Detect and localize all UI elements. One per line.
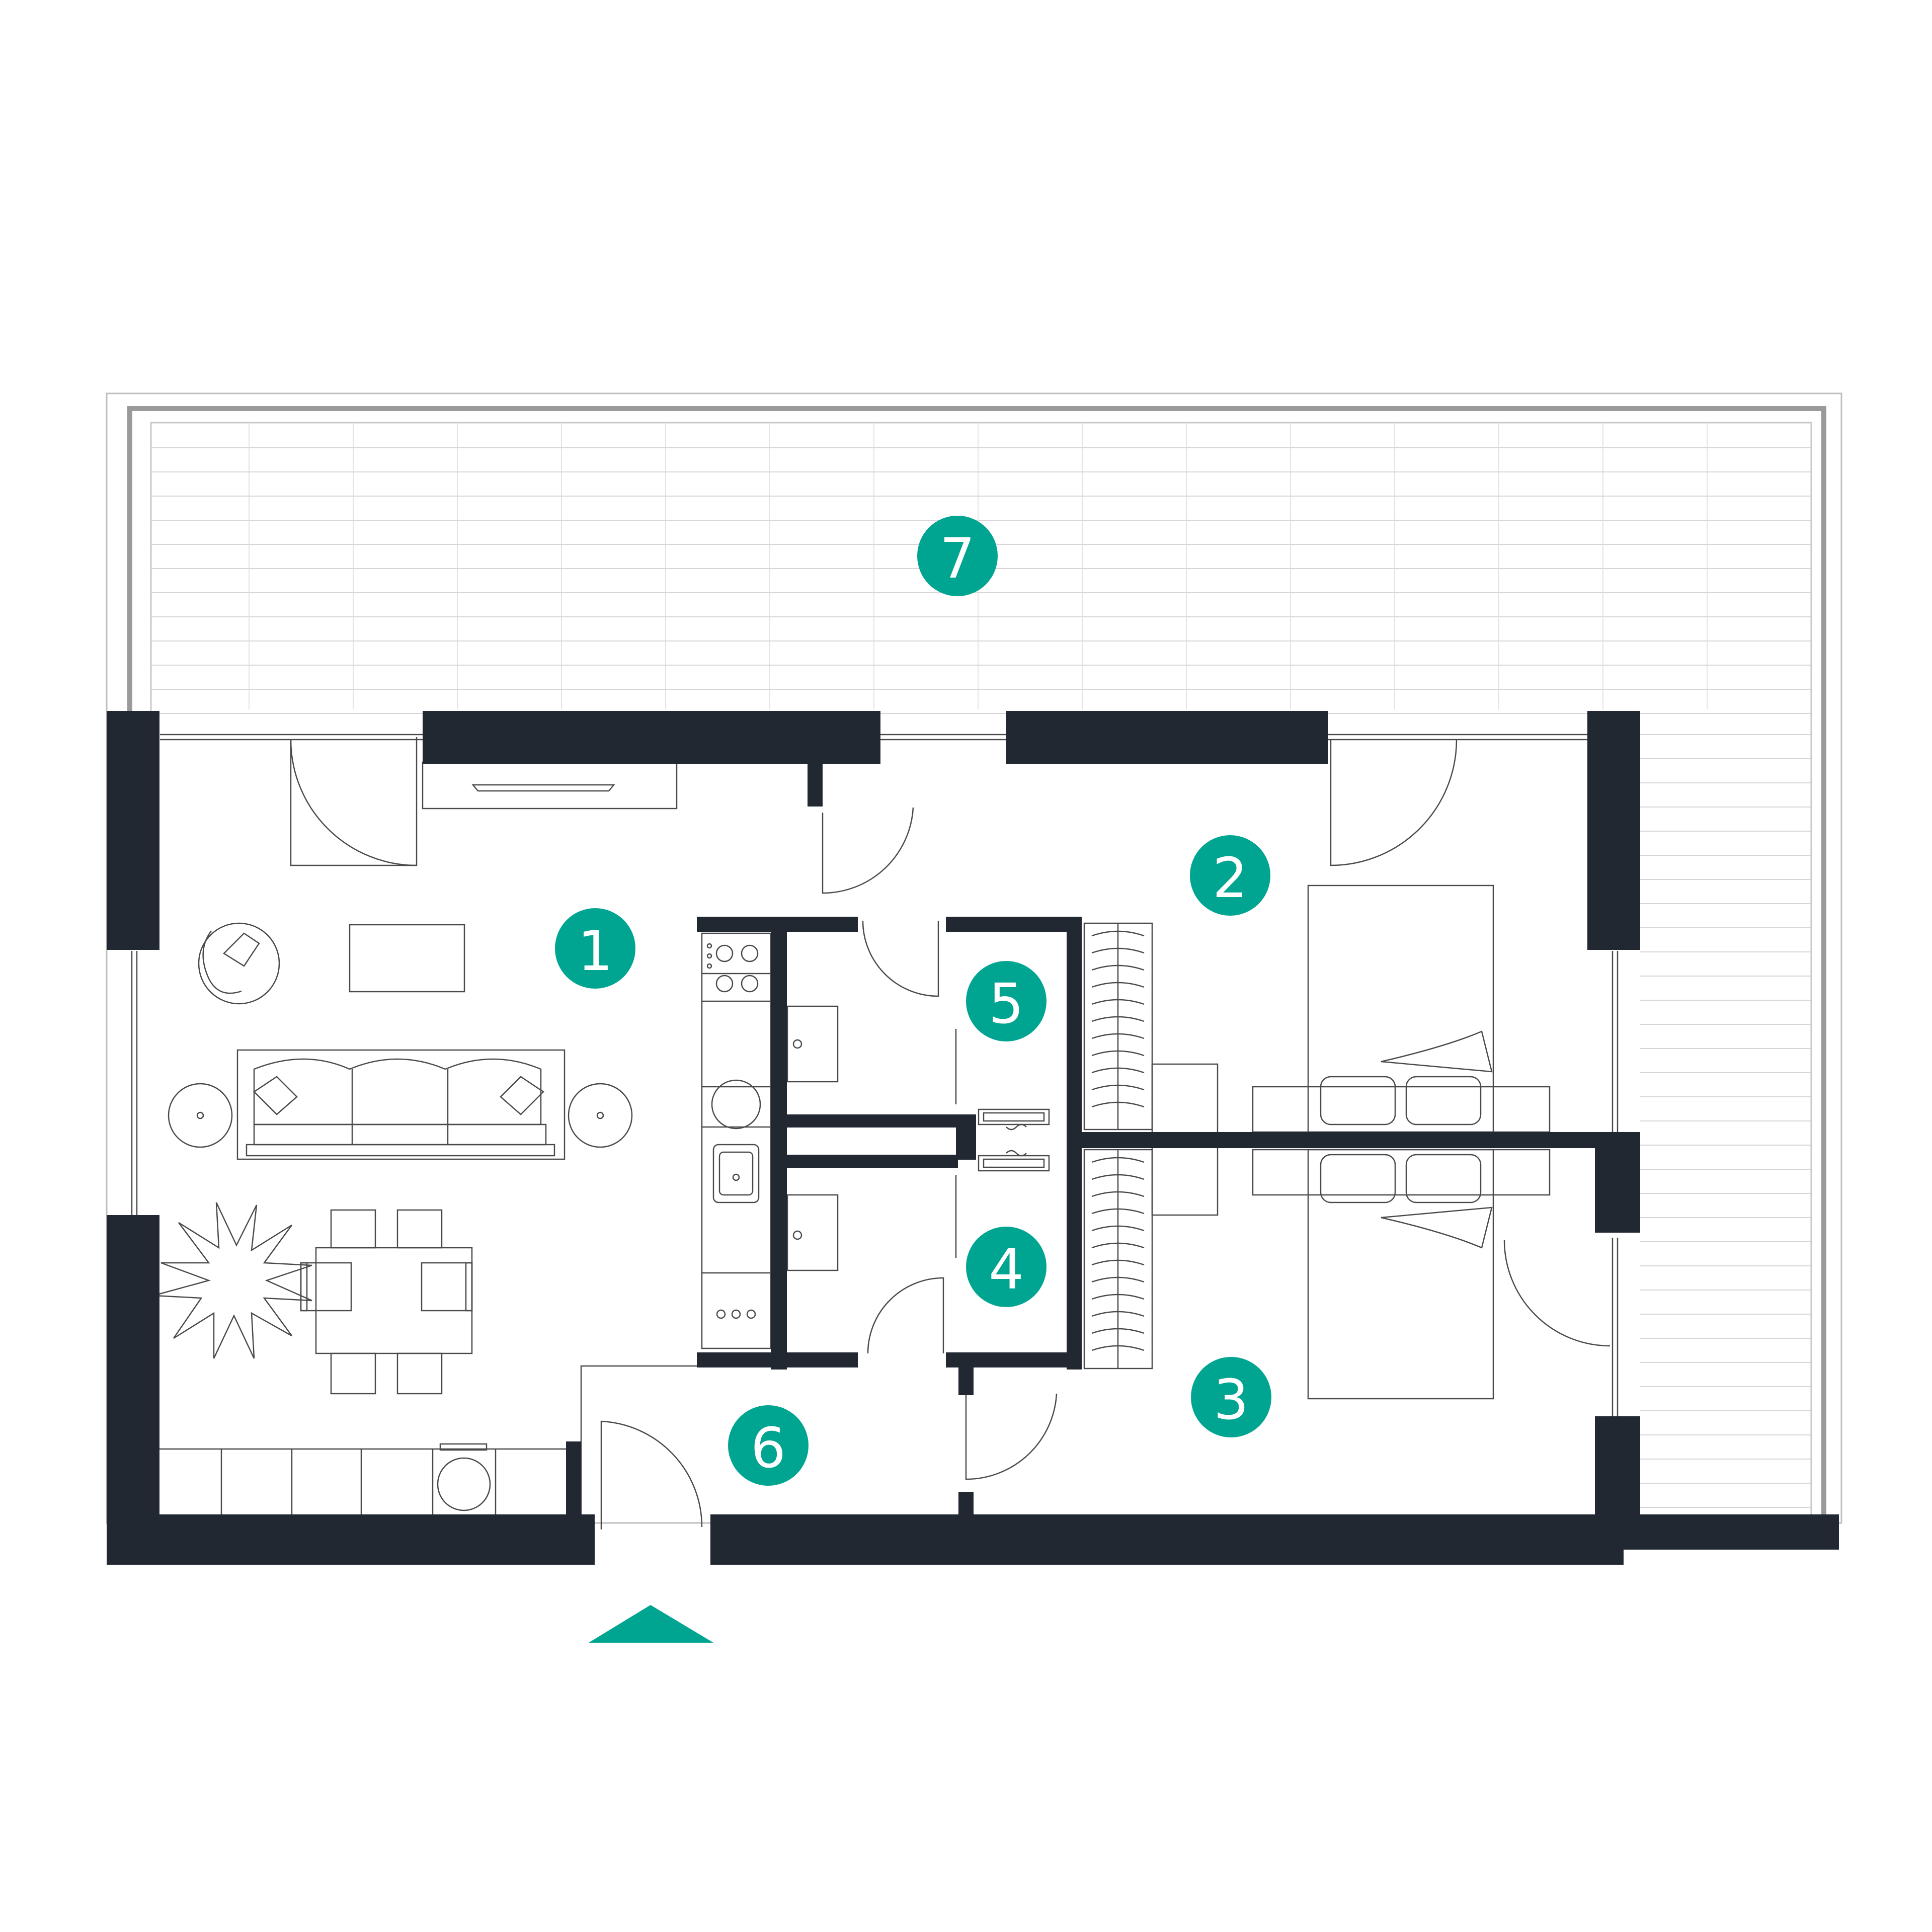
room-label-1: 1	[555, 908, 635, 989]
hanger	[1091, 1174, 1145, 1180]
hanger	[1091, 964, 1145, 971]
room-number: 1	[578, 919, 613, 983]
hanger	[1091, 1259, 1145, 1266]
wardrobe-south	[1083, 1149, 1153, 1370]
terrace	[106, 392, 1842, 1524]
hanger	[1091, 1242, 1145, 1249]
entrance-arrow-icon	[589, 1605, 713, 1643]
side-table-left	[168, 1083, 233, 1148]
room-badge	[1191, 1357, 1271, 1437]
hanger	[1091, 1016, 1145, 1022]
room-number: 4	[989, 1237, 1024, 1302]
hanger	[1091, 1101, 1145, 1108]
room-badge	[728, 1405, 809, 1486]
hanger	[1091, 1225, 1145, 1232]
hanger	[1091, 1208, 1145, 1215]
bed-south	[1252, 1149, 1551, 1400]
bed-north	[1252, 884, 1551, 1133]
hanger	[1091, 1191, 1145, 1197]
room-number: 3	[1214, 1367, 1249, 1432]
hanger	[1091, 947, 1145, 954]
hanger	[1091, 1067, 1145, 1074]
room-label-3: 3	[1191, 1357, 1271, 1437]
hanger	[1091, 1276, 1145, 1283]
room-label-7: 7	[917, 516, 998, 596]
plant	[153, 1202, 312, 1359]
room-badge	[555, 908, 635, 989]
room-number: 7	[940, 526, 975, 591]
hanger	[1091, 1033, 1145, 1039]
hanger	[1091, 1345, 1145, 1351]
room-badge	[917, 516, 998, 596]
room-label-6: 6	[728, 1405, 809, 1486]
room-label-4: 4	[966, 1227, 1046, 1307]
room-number: 5	[989, 972, 1024, 1036]
walls	[107, 711, 1839, 1565]
kitchen-counter	[701, 932, 772, 1349]
room-badge	[966, 961, 1046, 1041]
hanger	[1091, 1157, 1145, 1163]
hanger	[1091, 1050, 1145, 1057]
hanger	[1091, 999, 1145, 1005]
room-number: 2	[1213, 846, 1248, 910]
room-badge	[966, 1227, 1046, 1307]
coffee-table	[349, 924, 465, 993]
hanger	[1091, 1294, 1145, 1300]
hanger	[1091, 1084, 1145, 1091]
room-label-2: 2	[1190, 835, 1270, 916]
room-label-5: 5	[966, 961, 1046, 1041]
sofa	[236, 1049, 566, 1160]
wardrobe-north	[1083, 922, 1153, 1131]
hanger	[1091, 1311, 1145, 1317]
hanger	[1091, 982, 1145, 988]
room-number: 6	[751, 1416, 786, 1480]
hanger	[1091, 1328, 1145, 1334]
cabinet-row	[157, 1443, 568, 1521]
room-badge	[1190, 835, 1270, 916]
hanger	[1091, 930, 1145, 937]
dining-table	[300, 1209, 473, 1395]
side-table-right	[568, 1083, 633, 1148]
armchair	[198, 922, 280, 1005]
